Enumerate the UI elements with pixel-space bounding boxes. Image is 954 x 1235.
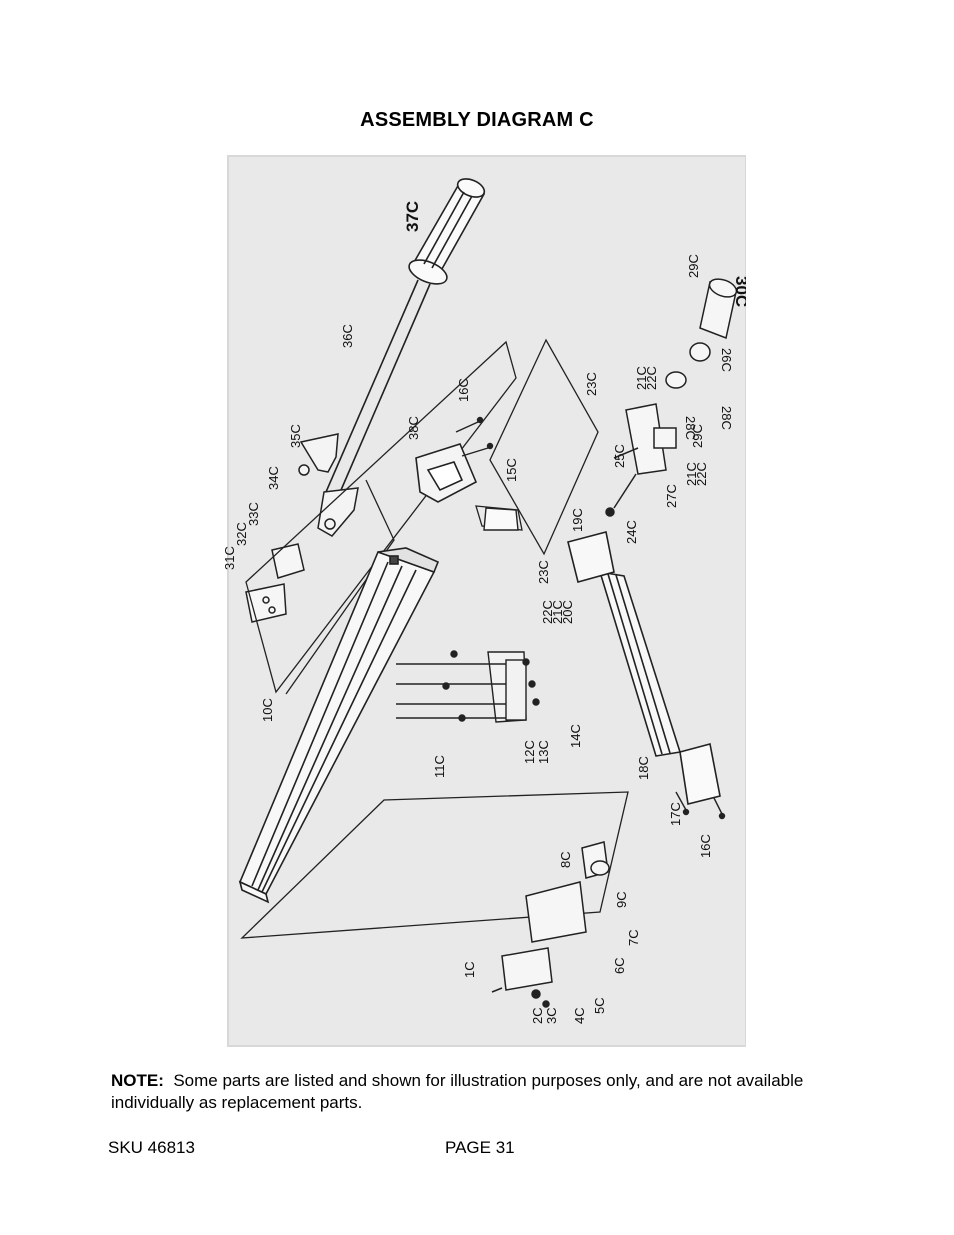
- callout-21c-upper: 21C: [634, 366, 649, 390]
- note-paragraph: NOTE: Some parts are listed and shown fo…: [111, 1070, 831, 1114]
- callout-28c-lower: 28C: [683, 416, 698, 440]
- callout-17c: 17C: [668, 802, 683, 826]
- fence-rail-18c: [567, 531, 721, 805]
- callout-12c: 12C: [522, 740, 537, 764]
- callout-20c: 20C: [560, 600, 575, 624]
- note-label: NOTE:: [111, 1071, 164, 1090]
- callout-26c: 26C: [719, 348, 734, 372]
- callout-18c: 18C: [636, 756, 651, 780]
- callout-27c: 27C: [664, 484, 679, 508]
- callout-37c: 37C: [403, 201, 422, 232]
- callout-23c: 23C: [584, 372, 599, 396]
- callout-4c: 4C: [572, 1007, 587, 1024]
- bracket-35c: [298, 433, 359, 537]
- end-cap-38c: [415, 443, 478, 503]
- clamp-assembly-1c: [491, 841, 610, 1008]
- callout-3c: 3C: [544, 1007, 559, 1024]
- callout-22c-upper: 22C: [644, 366, 659, 390]
- callout-25c: 25C: [612, 444, 627, 468]
- callout-7c: 7C: [626, 929, 641, 946]
- callout-29c-lower: 29C: [690, 424, 705, 448]
- bracket-12c: [396, 650, 540, 723]
- callout-33c: 33C: [246, 502, 261, 526]
- callout-15c: 15C: [504, 458, 519, 482]
- handle-grip-37c: [408, 178, 486, 285]
- callout-35c: 35C: [288, 424, 303, 448]
- callout-38c: 38C: [406, 416, 421, 440]
- callout-22c: 22C: [540, 600, 555, 624]
- callout-5c: 5C: [592, 997, 607, 1014]
- callout-11c: 11C: [432, 755, 447, 778]
- scan-background: [228, 156, 746, 1046]
- callout-2c: 2C: [530, 1007, 545, 1024]
- callout-14c: 14C: [568, 724, 583, 748]
- callout-21c-knob: 21C: [684, 462, 699, 486]
- note-text: Some parts are listed and shown for illu…: [111, 1071, 804, 1112]
- callout-24c: 24C: [624, 520, 639, 544]
- footer-sku: SKU 46813: [108, 1138, 195, 1157]
- callout-8c: 8C: [558, 851, 573, 868]
- screws-17c: [675, 791, 726, 820]
- assembly-diagram: 37C 36C 35C 34C 33C 32C 31C 38C 16C 15C …: [206, 152, 746, 1048]
- callout-28c: 28C: [719, 406, 734, 430]
- footer-page-number: PAGE 31: [445, 1138, 515, 1157]
- callout-32c: 32C: [234, 522, 249, 546]
- callout-6c: 6C: [612, 957, 627, 974]
- clamp-plate-33c: [245, 543, 305, 623]
- callout-16c-upper: 16C: [456, 378, 471, 402]
- callout-31c: 31C: [222, 546, 237, 570]
- callout-9c: 9C: [614, 891, 629, 908]
- callout-22c-knob: 22C: [694, 462, 709, 486]
- callout-23c-mid: 23C: [536, 560, 551, 584]
- callout-10c: 10C: [260, 698, 275, 722]
- callout-1c: 1C: [462, 961, 477, 978]
- callout-labels: 37C 36C 35C 34C 33C 32C 31C 38C 16C 15C …: [222, 201, 746, 1024]
- projection-planes: [240, 338, 629, 939]
- callout-13c: 13C: [536, 740, 551, 764]
- callout-29c: 29C: [686, 254, 701, 278]
- callout-36c: 36C: [340, 324, 355, 348]
- rod-36c: [325, 279, 431, 498]
- callout-21c: 21C: [550, 600, 565, 624]
- plate-15c: [483, 507, 519, 531]
- callout-34c: 34C: [266, 466, 281, 490]
- knob-assembly-23c: [605, 278, 738, 517]
- callout-16c-lower: 16C: [698, 834, 713, 858]
- callout-19c: 19C: [570, 508, 585, 532]
- callout-30c: 30C: [732, 276, 746, 307]
- page-title: ASSEMBLY DIAGRAM C: [360, 109, 594, 131]
- fence-extrusion-10c: [238, 547, 440, 904]
- screws-16c: [455, 416, 494, 457]
